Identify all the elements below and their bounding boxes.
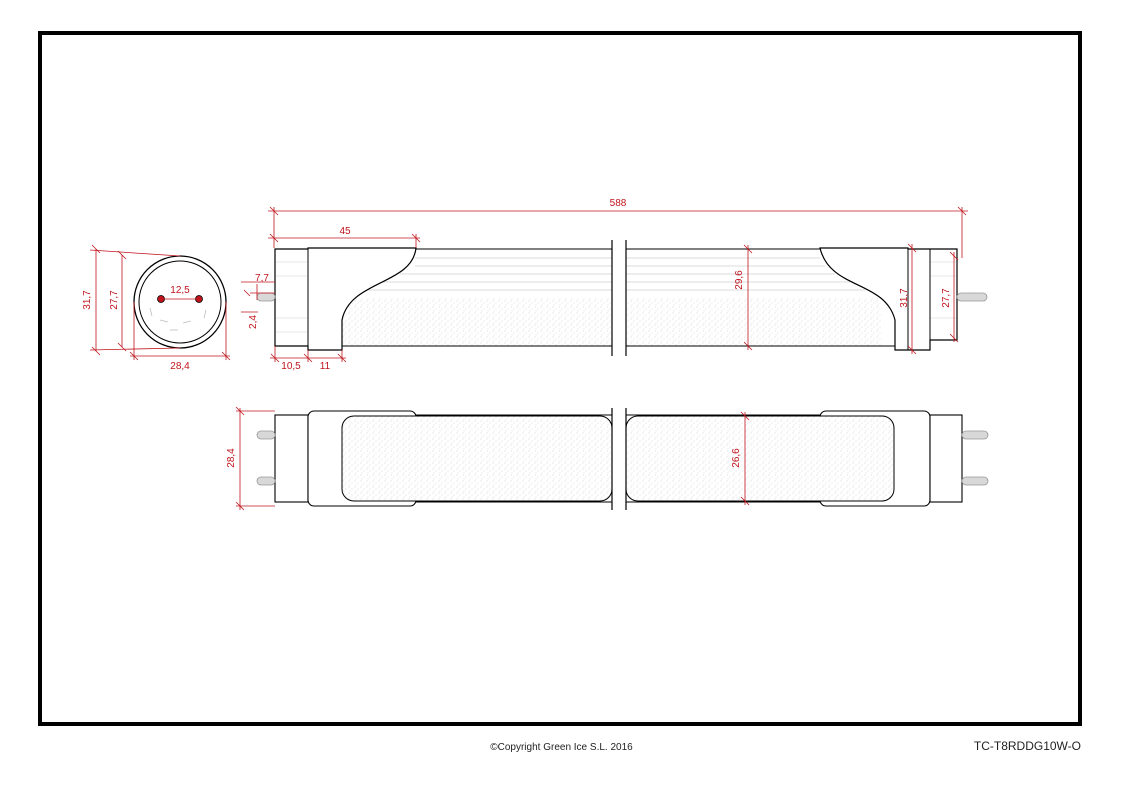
- top-end-right: [929, 414, 963, 503]
- top-lens-right: [625, 415, 895, 502]
- side-view-dimensions: [241, 206, 968, 363]
- top-pins: [256, 430, 989, 486]
- cap-offset-b-label: 11: [320, 361, 331, 372]
- top-end-left: [274, 414, 309, 503]
- right-end-cap: [819, 247, 958, 351]
- top-lens-left: [341, 415, 613, 502]
- tube-diameter-label: 28,4: [170, 361, 190, 372]
- pin-diameter-label: 2,4: [248, 315, 259, 329]
- side-lens: [340, 298, 612, 346]
- top-width-label: 28,4: [226, 448, 237, 468]
- end-view-dimensions: [89, 244, 231, 361]
- top-view-dimensions: [235, 406, 750, 511]
- left-end-cap: [274, 247, 417, 351]
- side-lens-right: [626, 298, 882, 346]
- end-view: [133, 255, 227, 349]
- pin-spacing-label: 12,5: [170, 285, 190, 296]
- drawing-frame: [38, 31, 1082, 726]
- top-view: [256, 408, 989, 510]
- model-code: TC-T8RDDG10W-O: [973, 739, 1081, 753]
- end-diameter-inner-label: 27,7: [109, 290, 120, 310]
- right-end-outer-label: 31,7: [899, 288, 910, 308]
- lens-height-side-label: 29,6: [734, 270, 745, 290]
- pin-length-label: 7,7: [255, 273, 269, 284]
- right-pin: [956, 292, 988, 302]
- right-end-inner-label: 27,7: [941, 288, 952, 308]
- total-length-label: 588: [610, 198, 627, 209]
- left-pin: [256, 292, 276, 302]
- copyright-text: ©Copyright Green Ice S.L. 2016: [490, 742, 633, 753]
- end-diameter-outer-label: 31,7: [82, 290, 93, 310]
- cap-offset-a-label: 10,5: [281, 361, 301, 372]
- lens-width-top-label: 26,6: [731, 448, 742, 468]
- side-view: [256, 240, 988, 356]
- cap-length-label: 45: [339, 226, 351, 237]
